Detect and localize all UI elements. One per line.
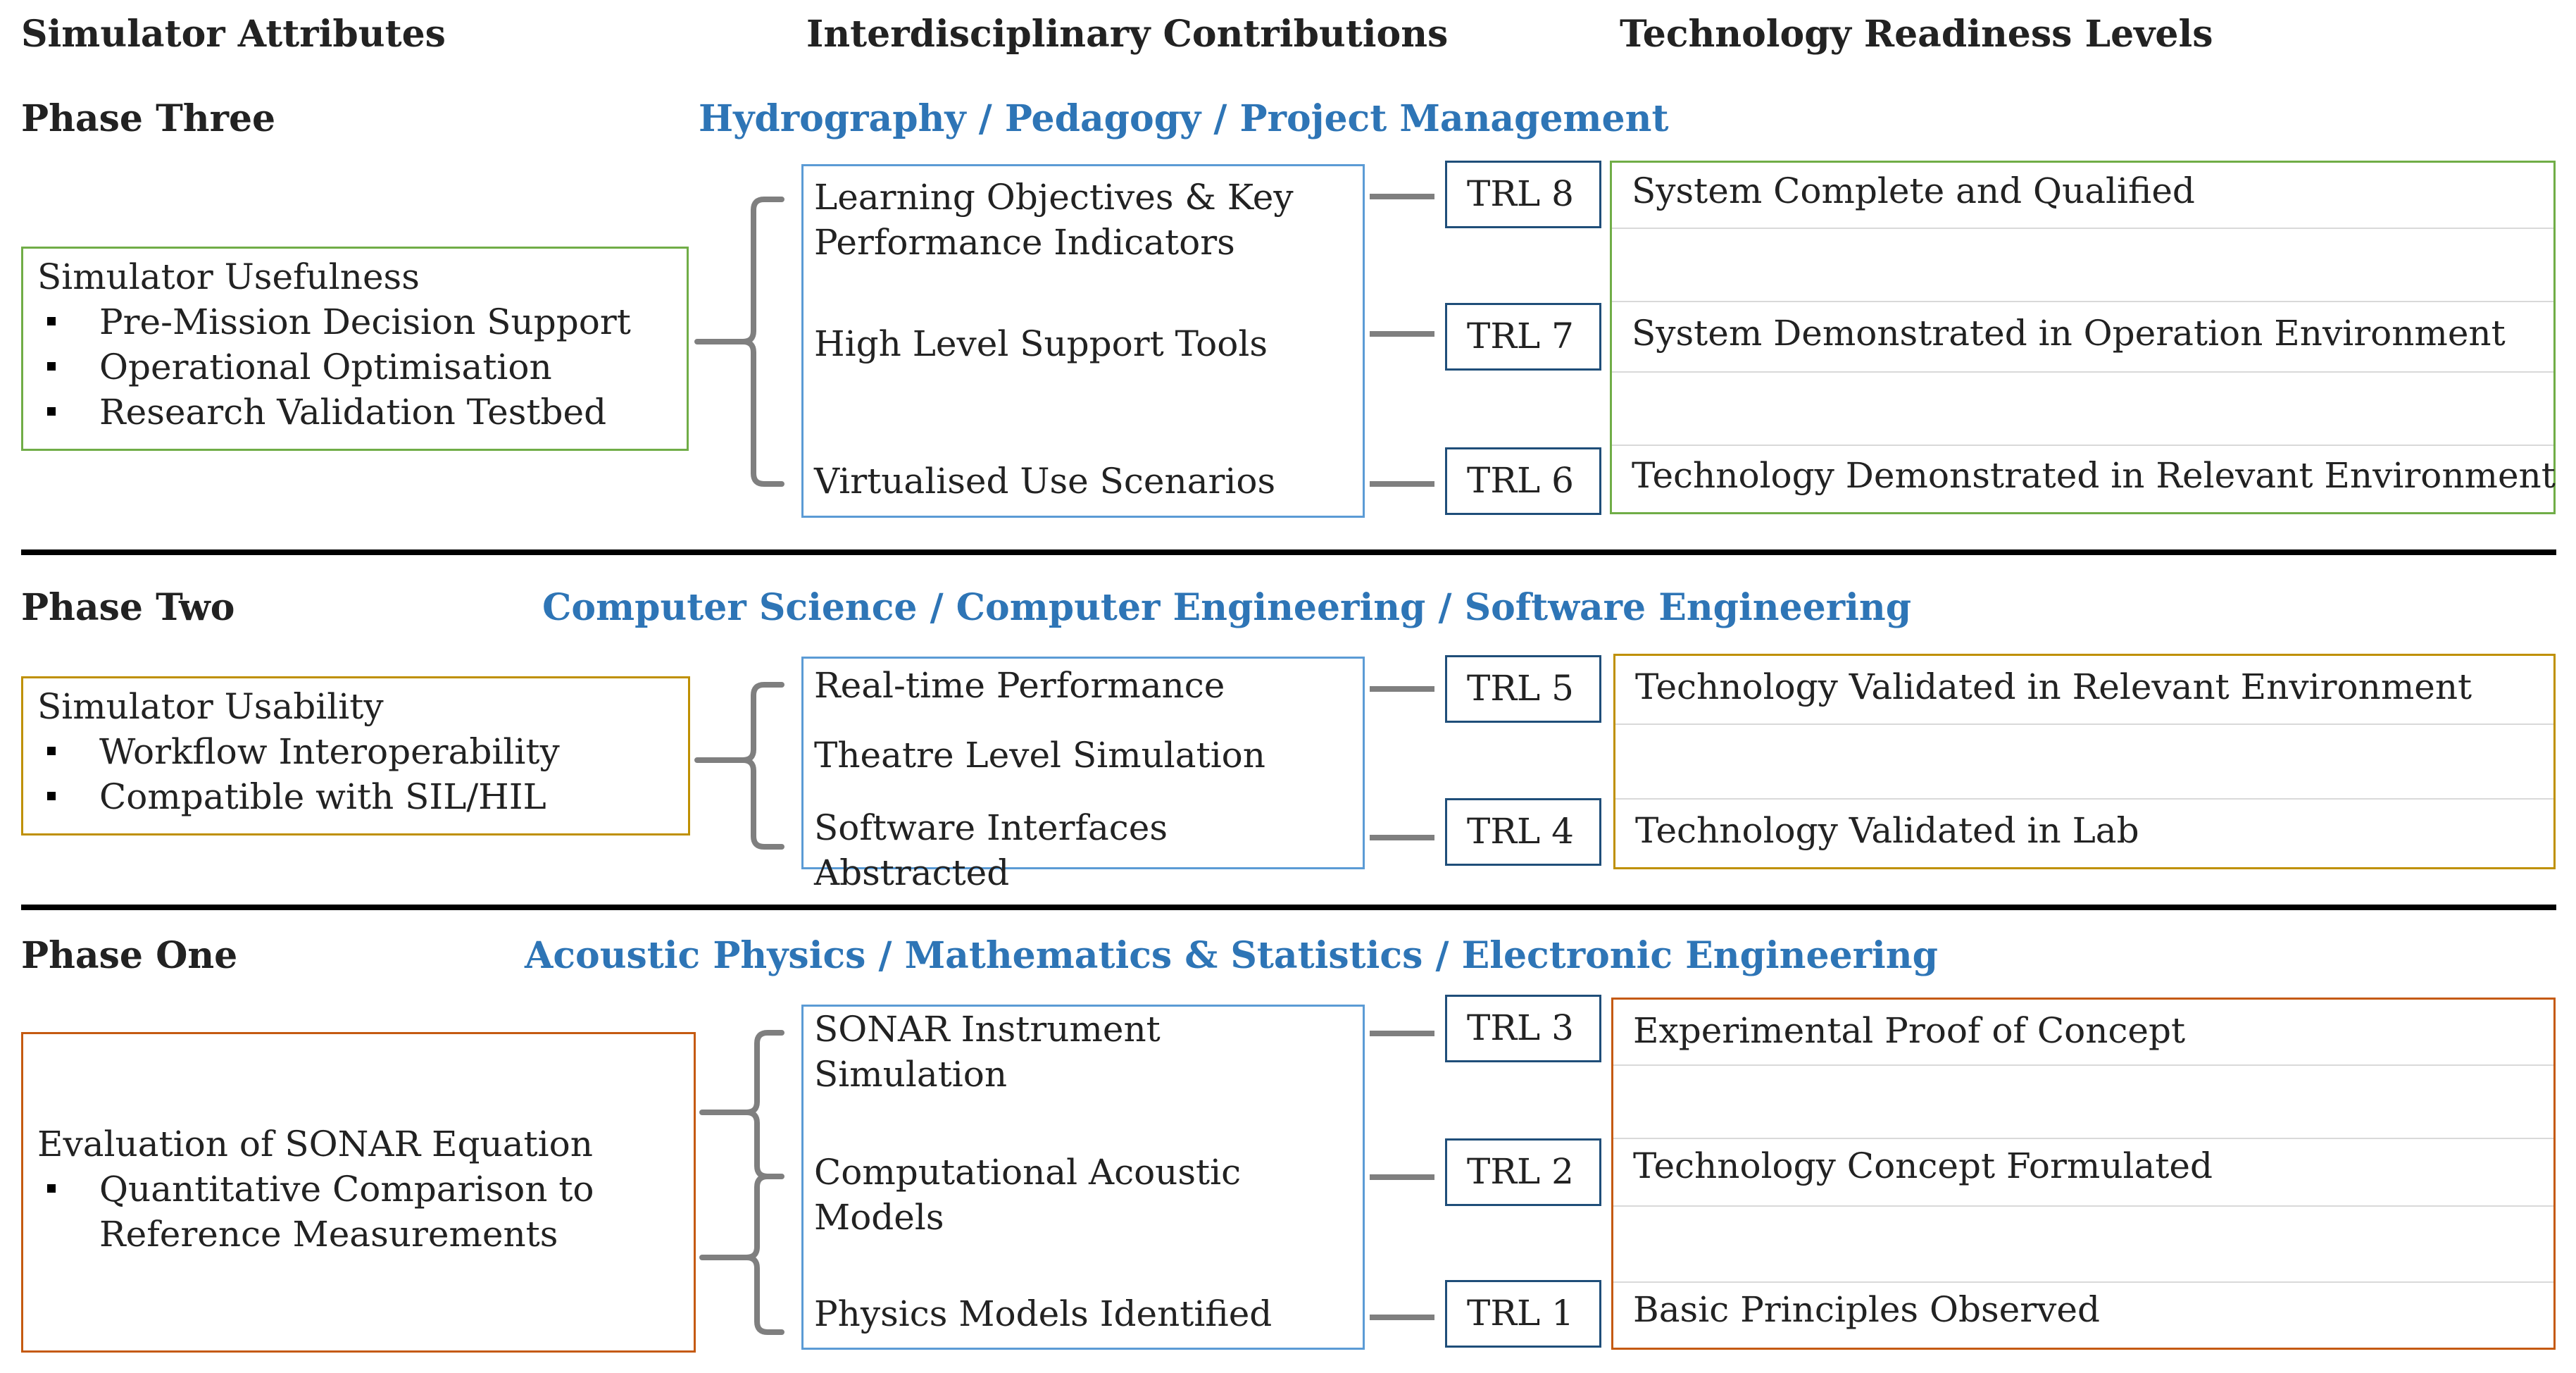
trl-row: Technology Concept Formulated <box>1613 1138 2553 1207</box>
trl-badge: TRL 6 <box>1445 447 1601 515</box>
trl-row: System Demonstrated in Operation Environ… <box>1612 301 2553 373</box>
contribution-item: Real-time Performance <box>814 665 1225 706</box>
attribute-bullet: Workflow Interoperability <box>37 729 674 774</box>
trl-connector <box>1370 481 1434 487</box>
phase-divider <box>21 549 2556 555</box>
phase-one-title: Phase One <box>21 934 238 977</box>
trl-row <box>1612 228 2553 302</box>
trl-row: System Complete and Qualified <box>1612 163 2553 229</box>
contribution-item: Software Interfaces Abstracted <box>814 807 1168 893</box>
phase-one-trl-box: Experimental Proof of Concept Technology… <box>1611 998 2556 1350</box>
trl-connector <box>1370 1031 1434 1036</box>
phase-divider <box>21 905 2556 910</box>
phase-two-attribute-box: Simulator Usability Workflow Interoperab… <box>21 676 690 835</box>
trl-row <box>1612 371 2553 446</box>
trl-description: Technology Validated in Lab <box>1635 810 2139 851</box>
trl-description: Experimental Proof of Concept <box>1633 1010 2186 1051</box>
header-simulator-attributes: Simulator Attributes <box>21 13 446 56</box>
attribute-bullet: Research Validation Testbed <box>37 390 673 435</box>
attribute-bullet: Operational Optimisation <box>37 344 673 390</box>
trl-badge: TRL 1 <box>1445 1280 1601 1348</box>
phase-three-title: Phase Three <box>21 97 276 140</box>
contribution-item: SONAR Instrument Simulation <box>814 1009 1161 1095</box>
phase-three-disciplines: Hydrography / Pedagogy / Project Managem… <box>699 97 1669 140</box>
trl-row <box>1613 1205 2553 1283</box>
attribute-title: Simulator Usefulness <box>37 256 420 297</box>
trl-row <box>1615 723 2553 800</box>
attribute-title: Evaluation of SONAR Equation <box>37 1124 593 1164</box>
trl-badge: TRL 7 <box>1445 303 1601 371</box>
contribution-item: Physics Models Identified <box>814 1293 1273 1334</box>
header-interdisciplinary-contributions: Interdisciplinary Contributions <box>806 13 1449 56</box>
trl-row: Experimental Proof of Concept <box>1613 1000 2553 1066</box>
attribute-bullet: Quantitative Comparison to Reference Mea… <box>37 1167 680 1257</box>
trl-badge: TRL 5 <box>1445 655 1601 723</box>
contribution-item: Learning Objectives & Key Performance In… <box>814 177 1294 263</box>
trl-connector <box>1370 1174 1434 1180</box>
trl-row <box>1613 1064 2553 1139</box>
phase-one-brace <box>699 1030 784 1335</box>
trl-badge: TRL 2 <box>1445 1138 1601 1206</box>
trl-row: Basic Principles Observed <box>1613 1281 2553 1348</box>
phase-three-brace <box>694 197 784 487</box>
contribution-item: Virtualised Use Scenarios <box>814 461 1276 502</box>
trl-row: Technology Validated in Lab <box>1615 798 2553 867</box>
trl-connector <box>1370 1315 1434 1320</box>
trl-description: Technology Validated in Relevant Environ… <box>1635 666 2472 707</box>
trl-connector <box>1370 194 1434 199</box>
phase-three-trl-box: System Complete and Qualified System Dem… <box>1610 161 2556 514</box>
phase-two-brace <box>694 682 784 850</box>
trl-description: Technology Concept Formulated <box>1633 1145 2213 1186</box>
phase-one-disciplines: Acoustic Physics / Mathematics & Statist… <box>525 934 1938 977</box>
trl-row: Technology Validated in Relevant Environ… <box>1615 656 2553 725</box>
attribute-bullet-list: Workflow Interoperability Compatible wit… <box>37 729 674 819</box>
trl-row: Technology Demonstrated in Relevant Envi… <box>1612 445 2556 512</box>
trl-badge: TRL 8 <box>1445 161 1601 228</box>
phase-two-title: Phase Two <box>21 586 235 629</box>
trl-connector <box>1370 686 1434 692</box>
trl-connector <box>1370 331 1434 337</box>
phase-two-contributions-box: Real-time Performance Theatre Level Simu… <box>801 657 1365 893</box>
attribute-bullet-list: Pre-Mission Decision Support Operational… <box>37 299 673 435</box>
trl-description: System Complete and Qualified <box>1632 170 2195 211</box>
trl-description: Basic Principles Observed <box>1633 1289 2100 1330</box>
phase-three-attribute-box: Simulator Usefulness Pre-Mission Decisio… <box>21 247 689 451</box>
trl-description: System Demonstrated in Operation Environ… <box>1632 313 2506 354</box>
phase-one-attribute-box: Evaluation of SONAR Equation Quantitativ… <box>21 1032 696 1353</box>
phase-one-contributions-box: SONAR Instrument Simulation Computationa… <box>801 1005 1365 1350</box>
trl-badge: TRL 3 <box>1445 995 1601 1062</box>
attribute-bullet-list: Quantitative Comparison to Reference Mea… <box>37 1167 680 1257</box>
contribution-item: Theatre Level Simulation <box>814 735 1265 776</box>
attribute-bullet: Pre-Mission Decision Support <box>37 299 673 344</box>
trl-description: Technology Demonstrated in Relevant Envi… <box>1632 455 2556 496</box>
header-technology-readiness-levels: Technology Readiness Levels <box>1620 13 2213 56</box>
trl-badge: TRL 4 <box>1445 798 1601 866</box>
phase-two-trl-box: Technology Validated in Relevant Environ… <box>1613 654 2556 869</box>
attribute-title: Simulator Usability <box>37 686 384 727</box>
contribution-item: Computational Acoustic Models <box>814 1152 1242 1238</box>
contribution-item: High Level Support Tools <box>814 323 1268 364</box>
attribute-bullet: Compatible with SIL/HIL <box>37 774 674 819</box>
phase-two-disciplines: Computer Science / Computer Engineering … <box>542 586 1912 629</box>
trl-connector <box>1370 835 1434 840</box>
phase-three-contributions-box: Learning Objectives & Key Performance In… <box>801 164 1365 518</box>
